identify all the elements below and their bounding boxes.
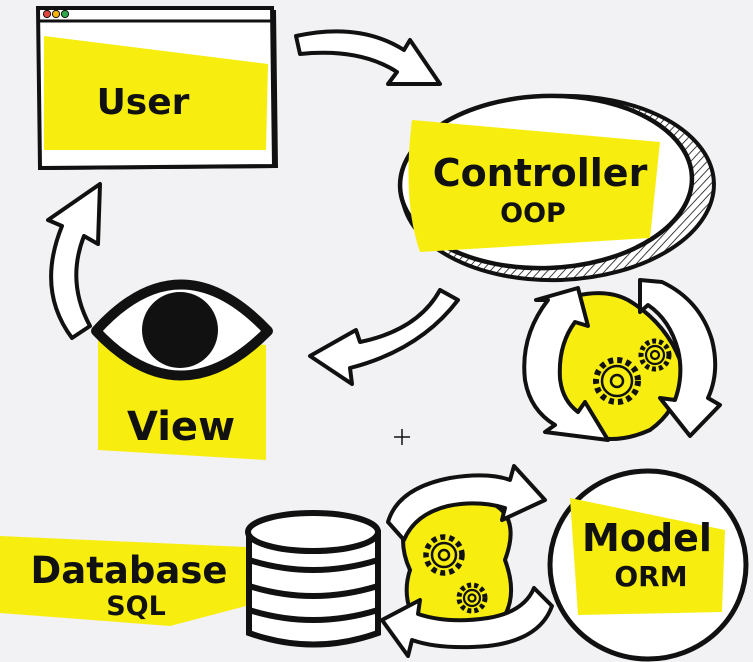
user-highlight <box>44 36 268 150</box>
traffic-light-icon <box>42 9 70 19</box>
database-gears-group <box>380 464 554 658</box>
user-window: User <box>35 6 278 171</box>
arrow-user-to-controller <box>294 29 442 86</box>
arrow-view-to-user <box>46 182 102 340</box>
gear-arrow-left <box>522 286 610 442</box>
database-node: Database SQL <box>0 510 381 648</box>
model-highlight <box>570 498 725 615</box>
controller-gears-group <box>522 278 722 442</box>
controller-highlight <box>408 120 660 252</box>
model-label: Model <box>582 516 712 560</box>
controller-label: Controller <box>433 151 648 195</box>
controller-node: Controller OOP <box>397 93 716 283</box>
gear-arrow-top <box>386 464 547 542</box>
eye-icon <box>91 279 273 381</box>
view-label: View <box>127 404 235 450</box>
arrow-controller-to-view <box>308 288 460 386</box>
model-sublabel: ORM <box>614 560 687 593</box>
gear-arrow-right <box>638 278 722 438</box>
database-highlight <box>0 536 246 626</box>
database-sublabel: SQL <box>106 591 166 622</box>
gears-icon <box>593 338 672 405</box>
database-icon <box>245 510 381 648</box>
gears-icon <box>423 534 488 614</box>
controller-sublabel: OOP <box>500 198 566 229</box>
cursor-crosshair-icon <box>394 429 410 445</box>
model-node: Model ORM <box>547 468 749 662</box>
database-label: Database <box>31 549 228 592</box>
view-node: View <box>91 279 273 460</box>
user-label: User <box>97 82 190 123</box>
gear-arrow-bottom <box>380 586 554 658</box>
